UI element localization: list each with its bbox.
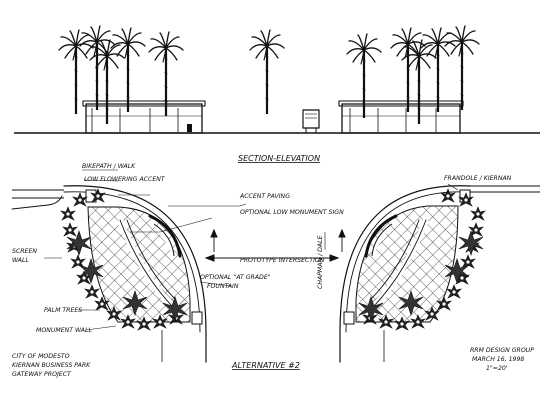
- client-line-2: KIERNAN BUSINESS PARK: [12, 362, 91, 369]
- section-elevation: SECTION-ELEVATION: [14, 24, 540, 163]
- section-title: SECTION-ELEVATION: [238, 154, 320, 163]
- label-screen: SCREEN: [12, 248, 37, 255]
- leader-lines: [44, 169, 459, 331]
- label-accent-paving: ACCENT PAVING: [239, 193, 290, 200]
- palm-tree-icon: [248, 28, 286, 116]
- designer-scale: 1"=20': [486, 365, 508, 372]
- client-line-1: CITY OF MODESTO: [12, 353, 70, 360]
- label-street-right: FRANDOLE / KIERNAN: [444, 175, 512, 182]
- palm-plan-icon: [358, 296, 384, 322]
- intersection-arrows: [204, 228, 346, 262]
- palm-plan-icons: [358, 230, 484, 322]
- label-wall: WALL: [12, 257, 29, 264]
- palm-plan-icon: [78, 258, 104, 284]
- monument-wall-right-elevation: [338, 100, 464, 134]
- designer-line-2: MARCH 16, 1998: [472, 356, 524, 363]
- label-optional-monument-sign: OPTIONAL LOW MONUMENT SIGN: [240, 209, 344, 216]
- label-chapman-dale: CHAPMAN / DALE: [317, 235, 324, 289]
- label-optional-fountain-line1: OPTIONAL "AT GRADE": [200, 274, 271, 281]
- palm-tree-icon: [419, 26, 457, 114]
- monument-sign-elevation: [302, 109, 320, 133]
- palm-plan-icon: [122, 290, 148, 316]
- palm-tree-icon: [443, 24, 481, 112]
- label-palm-trees: PALM TREES: [44, 307, 82, 314]
- palm-plan-icon: [458, 230, 484, 256]
- palm-plan-icon: [398, 290, 424, 316]
- plan-title: ALTERNATIVE #2: [231, 361, 300, 370]
- palm-plan-icons: [66, 230, 188, 322]
- label-monument-wall: MONUMENT WALL: [36, 327, 92, 334]
- monument-wall-left-elevation: [82, 100, 206, 134]
- designer-line-1: RRM DESIGN GROUP: [470, 347, 534, 354]
- label-optional-fountain-line2: FOUNTAIN: [207, 283, 239, 290]
- palm-plan-icon: [66, 230, 92, 256]
- label-bikepath: BIKEPATH / WALK: [82, 163, 136, 170]
- palm-tree-icon: [78, 24, 116, 112]
- label-low-flowering-accent: LOW FLOWERING ACCENT: [84, 176, 166, 183]
- annotations: BIKEPATH / WALK LOW FLOWERING ACCENT ACC…: [12, 163, 534, 378]
- plan-right-corner: [339, 185, 540, 363]
- palm-tree-icon: [109, 26, 147, 114]
- plan-left-corner: [11, 185, 207, 363]
- palm-tree-icon: [345, 32, 383, 120]
- palm-plan-icon: [162, 296, 188, 322]
- client-line-3: GATEWAY PROJECT: [12, 371, 72, 378]
- palm-plan-icon: [444, 258, 470, 284]
- label-prototype-intersection: PROTOTYPE INTERSECTION: [240, 257, 325, 264]
